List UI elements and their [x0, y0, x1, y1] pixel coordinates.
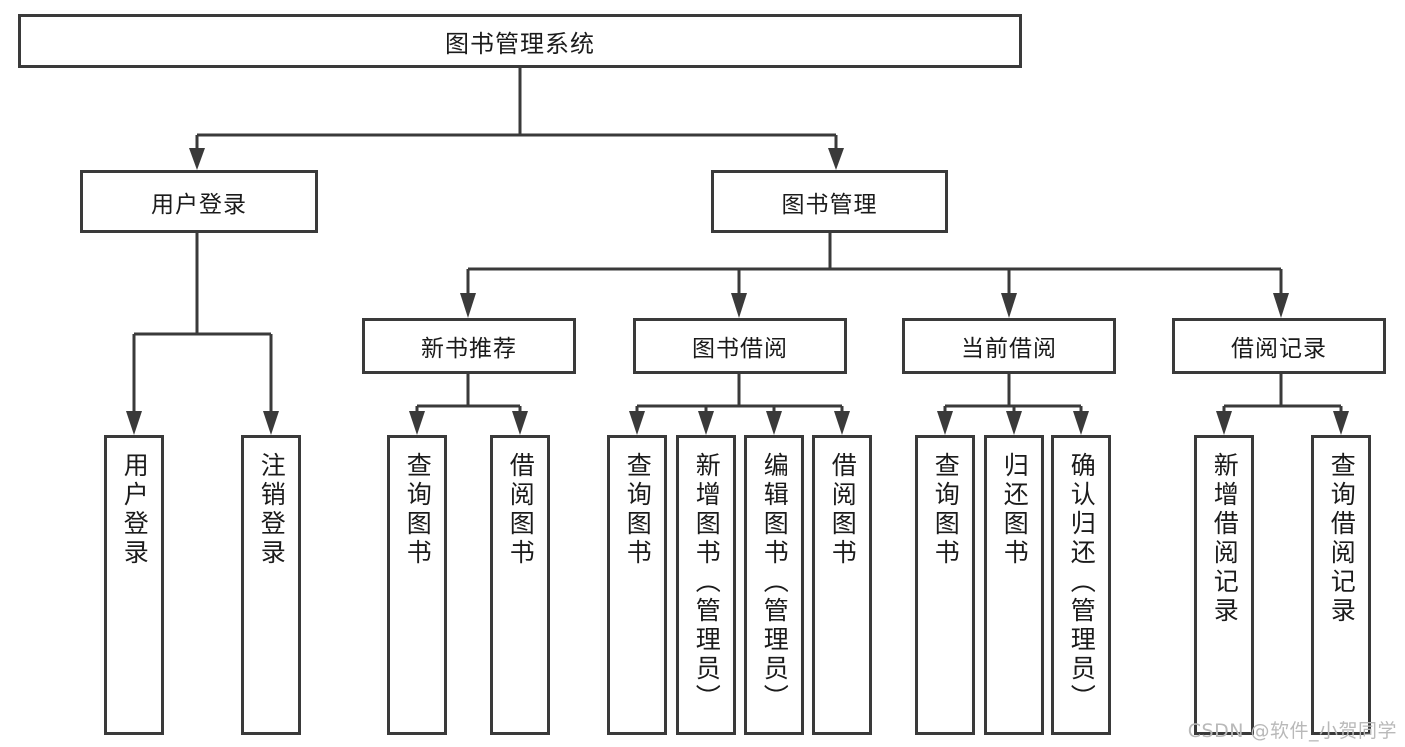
arrow-br-leaf1	[1216, 411, 1232, 435]
arrow-borrow-record	[1273, 293, 1289, 318]
arrow-bb-leaf3	[766, 411, 782, 435]
leaf-bb-add-book[interactable]: 新增图书（管理员）	[676, 435, 736, 735]
leaf-bb-edit-book[interactable]: 编辑图书（管理员）	[744, 435, 804, 735]
node-book-borrow[interactable]: 图书借阅	[633, 318, 847, 374]
leaf-br-query-record-label: 查询借阅记录	[1327, 452, 1357, 626]
node-current-borrow-label: 当前借阅	[961, 336, 1057, 362]
leaf-cb-query-book[interactable]: 查询图书	[915, 435, 975, 735]
leaf-nb-borrow-book[interactable]: 借阅图书	[490, 435, 550, 735]
leaf-user-login-label: 用户登录	[120, 452, 150, 568]
leaf-br-query-record[interactable]: 查询借阅记录	[1311, 435, 1371, 735]
leaf-cb-return-book[interactable]: 归还图书	[984, 435, 1044, 735]
leaf-nb-query-book-label: 查询图书	[403, 452, 433, 568]
leaf-bb-query-book[interactable]: 查询图书	[607, 435, 667, 735]
arrow-leaf-user-login	[126, 411, 142, 435]
arrow-nb-leaf2	[512, 411, 528, 435]
node-current-borrow[interactable]: 当前借阅	[902, 318, 1116, 374]
node-root-label: 图书管理系统	[445, 29, 595, 58]
arrow-br-leaf2	[1333, 411, 1349, 435]
leaf-user-login[interactable]: 用户登录	[104, 435, 164, 735]
leaf-cb-confirm-return[interactable]: 确认归还（管理员）	[1051, 435, 1111, 735]
arrow-book-manage	[828, 148, 844, 170]
node-book-manage-label: 图书管理	[781, 191, 878, 218]
node-new-book-recommend-label: 新书推荐	[421, 336, 517, 362]
arrow-book-borrow	[731, 293, 747, 318]
leaf-nb-query-book[interactable]: 查询图书	[387, 435, 447, 735]
leaf-bb-borrow-book[interactable]: 借阅图书	[812, 435, 872, 735]
leaf-logout[interactable]: 注销登录	[241, 435, 301, 735]
arrow-cb-leaf1	[937, 411, 953, 435]
leaf-bb-borrow-book-label: 借阅图书	[828, 452, 858, 568]
arrow-bb-leaf1	[629, 411, 645, 435]
arrow-user-login	[189, 148, 205, 170]
leaf-bb-add-book-label: 新增图书（管理员）	[692, 452, 722, 713]
node-user-login[interactable]: 用户登录	[80, 170, 318, 233]
leaf-bb-query-book-label: 查询图书	[623, 452, 653, 568]
node-borrow-record[interactable]: 借阅记录	[1172, 318, 1386, 374]
arrow-new-book	[460, 293, 476, 318]
node-borrow-record-label: 借阅记录	[1231, 336, 1327, 362]
leaf-br-add-record-label: 新增借阅记录	[1210, 452, 1240, 626]
arrow-bb-leaf2	[698, 411, 714, 435]
leaf-nb-borrow-book-label: 借阅图书	[506, 452, 536, 568]
csdn-watermark: CSDN @软件_小贺同学	[1187, 720, 1397, 742]
arrow-leaf-logout	[263, 411, 279, 435]
arrow-bb-leaf4	[834, 411, 850, 435]
leaf-logout-label: 注销登录	[257, 452, 287, 568]
leaf-cb-confirm-return-label: 确认归还（管理员）	[1067, 452, 1097, 713]
arrow-nb-leaf1	[409, 411, 425, 435]
leaf-bb-edit-book-label: 编辑图书（管理员）	[760, 452, 790, 713]
arrow-current-borrow	[1001, 293, 1017, 318]
node-new-book-recommend[interactable]: 新书推荐	[362, 318, 576, 374]
leaf-br-add-record[interactable]: 新增借阅记录	[1194, 435, 1254, 735]
arrow-cb-leaf3	[1073, 411, 1089, 435]
node-book-borrow-label: 图书借阅	[692, 336, 788, 362]
node-root-system[interactable]: 图书管理系统	[18, 14, 1022, 68]
leaf-cb-query-book-label: 查询图书	[931, 452, 961, 568]
node-book-manage[interactable]: 图书管理	[711, 170, 948, 233]
arrow-cb-leaf2	[1006, 411, 1022, 435]
node-user-login-label: 用户登录	[151, 191, 247, 218]
leaf-cb-return-book-label: 归还图书	[1000, 452, 1030, 568]
